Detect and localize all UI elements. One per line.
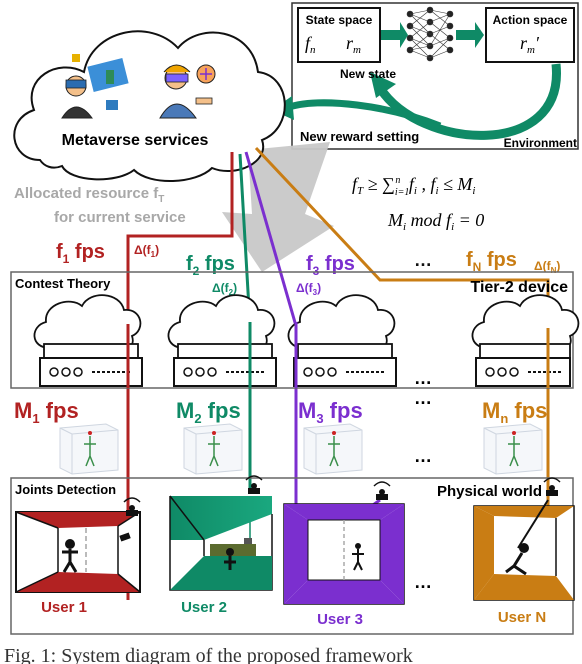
state-fn: fn	[305, 33, 316, 56]
arrow-to-network	[381, 22, 408, 48]
action-space-label: Action space	[493, 13, 568, 27]
servers-ellipsis: …	[414, 368, 432, 388]
m2-fps-label: M2 fps	[176, 398, 241, 426]
mn-fps-label: Mn fps	[482, 398, 547, 426]
state-rm: rm	[346, 33, 361, 56]
fN-fps-label: fN fps	[466, 249, 517, 274]
metaverse-cloud: Metaverse services	[13, 30, 286, 182]
feedback-arrow	[376, 63, 561, 140]
server-2	[167, 294, 277, 387]
delta-f1-label: Δ(f1)	[134, 243, 159, 259]
resource-allocation-arrow	[222, 142, 334, 272]
user-1-label: User 1	[41, 599, 87, 616]
skeleton-cube-2	[183, 423, 243, 475]
caption-fragment: Fig. 1: System diagram of the proposed f…	[4, 645, 413, 664]
mrates-ellipsis: …	[414, 388, 432, 408]
server-n	[471, 294, 580, 387]
metaverse-services-label: Metaverse services	[62, 132, 209, 149]
cubes-ellipsis: …	[414, 446, 432, 466]
allocated-resource-line1: Allocated resource fT	[14, 185, 164, 205]
skeleton-cube-3	[303, 423, 363, 475]
arrow-to-action	[456, 22, 484, 48]
contest-theory-label: Contest Theory	[15, 276, 111, 291]
vr-user-right-icon	[159, 64, 216, 119]
equation-2: Mi mod fi = 0	[387, 210, 484, 233]
rooms-ellipsis: …	[414, 572, 432, 592]
feedback-arrowhead	[370, 72, 396, 98]
delta-f3-label: Δ(f3)	[296, 281, 321, 297]
constraint-equations: fT ≥ ∑i=1n fi , fi ≤ Mi Mi mod fi = 0	[352, 174, 484, 233]
reward-arrow	[284, 99, 442, 130]
delta-f2-label: Δ(f2)	[212, 281, 237, 297]
room-user-n	[473, 499, 575, 601]
wifi-camera-icon-n	[543, 477, 561, 496]
m3-fps-label: M3 fps	[298, 398, 363, 426]
neural-network-icon	[406, 6, 454, 62]
m1-fps-label: M1 fps	[14, 398, 79, 426]
new-state-label: New state	[340, 67, 396, 81]
user-2-label: User 2	[181, 599, 227, 616]
tier2-device-label: Tier-2 device	[470, 279, 568, 296]
f1-fps-label: f1 fps	[56, 241, 105, 266]
user-3-label: User 3	[317, 611, 363, 628]
server-3	[287, 294, 397, 387]
action-rm: rm′	[520, 33, 540, 56]
delta-fN-label: Δ(fN)	[534, 259, 560, 275]
physical-world-label: Physical world	[437, 483, 542, 500]
room-user-3	[283, 503, 405, 605]
vr-user-left-icon	[61, 54, 129, 119]
f2-fps-label: f2 fps	[186, 253, 235, 278]
wifi-camera-icon-3	[373, 481, 391, 500]
wifi-camera-icon-1	[123, 497, 141, 516]
allocated-resource-line2: for current service	[54, 209, 186, 226]
room-user-1	[15, 511, 141, 593]
wifi-camera-icon-2	[245, 475, 263, 494]
skeleton-cube-1	[59, 423, 119, 475]
joints-detection-label: Joints Detection	[15, 482, 116, 497]
user-n-label: User N	[498, 609, 546, 626]
f3-fps-label: f3 fps	[306, 253, 355, 278]
state-space-box	[297, 7, 381, 63]
state-space-label: State space	[306, 13, 373, 27]
action-space-box	[485, 7, 575, 63]
room-user-2	[169, 495, 273, 591]
equation-1: fT ≥ ∑i=1n fi , fi ≤ Mi	[352, 174, 475, 198]
skeleton-cube-n	[483, 423, 543, 475]
rl-environment-box: State space fn rm Action space rm′ New s…	[272, 2, 579, 150]
environment-label: Environment	[504, 136, 577, 150]
rates-ellipsis: …	[414, 250, 432, 270]
line-overlays	[126, 322, 550, 388]
server-1	[33, 294, 143, 387]
new-reward-label: New reward setting	[300, 129, 419, 144]
